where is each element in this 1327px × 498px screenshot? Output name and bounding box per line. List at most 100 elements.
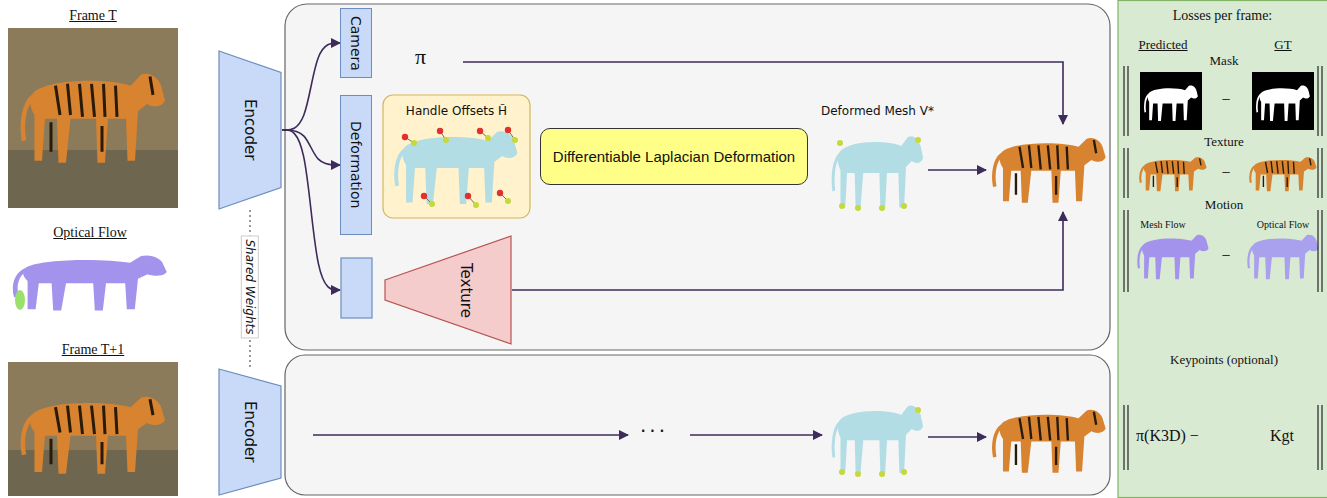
drawing-part [505, 198, 511, 204]
optical-flow-image: Optical Flow [5, 245, 175, 317]
drawing-part [994, 138, 1106, 203]
node-label: Camera [348, 16, 365, 71]
laplacian-box: Differentiable Laplacian Deformation [540, 128, 808, 185]
drawing-part [1317, 405, 1318, 470]
panel-label: Optical Flow [1257, 219, 1310, 230]
node-label: Encoder [241, 401, 259, 462]
panel-label: π(K3D) − [1136, 427, 1199, 444]
label-holder: − [1221, 90, 1230, 109]
drawing-part [915, 407, 921, 413]
panel-ground [285, 355, 1110, 495]
panel-label: − [1221, 247, 1230, 264]
panel-label: Kgt [1270, 427, 1294, 444]
deformation-head: Deformation [340, 95, 372, 235]
drawing-part [512, 212, 1063, 290]
drawing-part [1248, 235, 1318, 279]
drawing-part [1127, 66, 1128, 136]
drawing-part [477, 128, 483, 134]
drawing-part [901, 203, 907, 209]
drawing-part [855, 205, 861, 211]
drawing-part [1250, 157, 1316, 191]
node-label: Frame T+1 [62, 342, 124, 357]
texture-outline [340, 235, 512, 345]
drawing-part [396, 131, 517, 204]
label-holder: π(K3D) − [1136, 426, 1199, 445]
node-label: ... [640, 413, 668, 437]
deformed-mesh: Deformed Mesh V* [830, 122, 925, 217]
label-holder: Optical Flow [0, 222, 245, 245]
node-label: Deformation [348, 121, 365, 208]
drawing-part [1140, 72, 1202, 130]
drawing-part [443, 137, 449, 143]
label-holder: Predicted [1138, 34, 1187, 53]
label-holder: ... [640, 413, 668, 437]
flow-image [1138, 235, 1318, 279]
drawing-part [837, 137, 921, 211]
drawing-part [463, 62, 1063, 124]
label-holder: Keypoints (optional) [1169, 352, 1279, 368]
drawing-part [23, 397, 165, 474]
label-holder: Texture [1204, 131, 1244, 150]
drawing-part [1127, 405, 1128, 470]
flow-arrow [282, 130, 340, 165]
deformed-mesh-picture [833, 406, 923, 477]
tiger-photo [8, 362, 178, 496]
drawing-part [690, 434, 822, 436]
drawing-part [1257, 85, 1310, 121]
drawing-part [1016, 412, 1096, 465]
norm-bars [1124, 66, 1322, 470]
label-holder: Kgt [1270, 426, 1294, 445]
drawing-part [839, 203, 845, 209]
encoder-trapezoid: Encoder [218, 50, 282, 210]
rendered-tiger [994, 410, 1106, 473]
node-label: Optical Flow [53, 225, 127, 240]
input-frame: Frame T+1 [8, 362, 178, 496]
drawing-part [8, 362, 178, 496]
drawing-part [15, 255, 167, 310]
loss-panel-ground [1118, 1, 1327, 498]
drawing-part [994, 410, 1106, 473]
flow-arrow [282, 130, 340, 290]
frame-branch-panel: ... [285, 355, 1110, 495]
drawing-part [497, 190, 503, 196]
handle-mesh [383, 95, 530, 218]
drawing-part [1321, 148, 1322, 198]
mask-image [1140, 72, 1314, 130]
drawing-part [512, 137, 518, 143]
encoder-trapezoid: Encoder [218, 368, 282, 496]
label-holder: GT [1274, 34, 1291, 53]
label-holder: Texture [420, 235, 511, 345]
latent-box [341, 258, 372, 318]
drawing-part [879, 471, 885, 477]
panel-label: GT [1274, 37, 1291, 52]
drawing-part [8, 28, 178, 208]
drawing-part [833, 406, 923, 475]
drawing-part [405, 130, 515, 205]
drawing-part [1252, 72, 1314, 130]
drawing-part [505, 127, 511, 133]
node-label: π [415, 44, 426, 69]
drawing-part [1321, 66, 1322, 136]
panel-label: Mask [1210, 53, 1239, 68]
drawing-part [1263, 158, 1311, 187]
label-holder: Motion [1205, 194, 1243, 213]
tiger-photo [8, 28, 178, 208]
drawing-part [1317, 66, 1318, 136]
flow-arrow [313, 62, 1063, 437]
drawing-part [51, 77, 153, 152]
optical-flow-picture [15, 255, 167, 310]
drawing-part [8, 450, 178, 496]
panel-label: Mesh Flow [1140, 219, 1185, 230]
drawing-part [1123, 66, 1124, 136]
label-holder: Shared Weights [241, 235, 259, 342]
drawing-part [837, 140, 843, 146]
drawing-part [855, 471, 861, 477]
drawing-part [1317, 148, 1318, 198]
label-holder: Frame T [0, 5, 248, 28]
drawing-part [1321, 405, 1322, 470]
drawing-part [1127, 148, 1128, 198]
panel-label: − [1221, 91, 1230, 108]
label-holder: Deformed Mesh V* [760, 100, 995, 122]
label-holder: Optical Flow [1257, 213, 1310, 232]
